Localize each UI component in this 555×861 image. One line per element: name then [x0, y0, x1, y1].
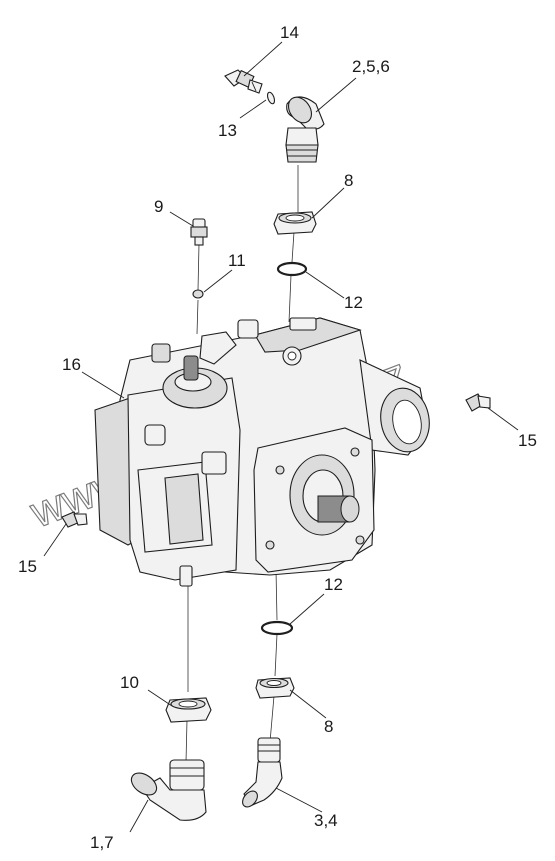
- callout-15-right: 15: [518, 431, 537, 450]
- fitting-part-15-left: [61, 511, 88, 528]
- callout-10: 10: [120, 673, 139, 692]
- o-ring-part-12-bottom: [260, 620, 294, 636]
- lock-nut-part-10: [165, 697, 212, 723]
- leader-lines: [43, 41, 519, 833]
- callout-15-left: 15: [18, 557, 37, 576]
- callout-8-bottom: 8: [324, 717, 333, 736]
- callout-11: 11: [228, 251, 246, 270]
- elbow-fitting-part-2-5-6: [285, 96, 325, 163]
- washer-part-11: [192, 289, 204, 299]
- callout-labels: 14 2,5,6 13 8 9 11 12 16 15 15 12 10 8 1…: [18, 23, 537, 852]
- callout-16: 16: [62, 355, 81, 374]
- fitting-part-15-right: [465, 393, 491, 412]
- assembly-axes: [185, 165, 299, 763]
- lock-nut-part-8-top: [273, 211, 317, 235]
- lock-nut-part-8-bottom: [255, 677, 295, 699]
- callout-1-7: 1,7: [90, 833, 114, 852]
- fitting-nipple-part-14: [224, 69, 263, 94]
- fitting-nipple-part-9: [190, 218, 208, 246]
- elbow-fitting-part-1-7: [130, 759, 207, 821]
- callout-12-top: 12: [344, 293, 363, 312]
- callout-8-top: 8: [344, 171, 353, 190]
- callout-2-5-6: 2,5,6: [352, 57, 390, 76]
- o-ring-part-13: [266, 91, 276, 105]
- callout-9: 9: [154, 197, 163, 216]
- callout-3-4: 3,4: [314, 811, 338, 830]
- callout-13: 13: [218, 121, 237, 140]
- callout-12-bottom: 12: [324, 575, 343, 594]
- callout-14: 14: [280, 23, 299, 42]
- o-ring-part-12-top: [276, 261, 308, 277]
- elbow-fitting-part-3-4: [242, 737, 283, 808]
- pump-body: [94, 317, 430, 587]
